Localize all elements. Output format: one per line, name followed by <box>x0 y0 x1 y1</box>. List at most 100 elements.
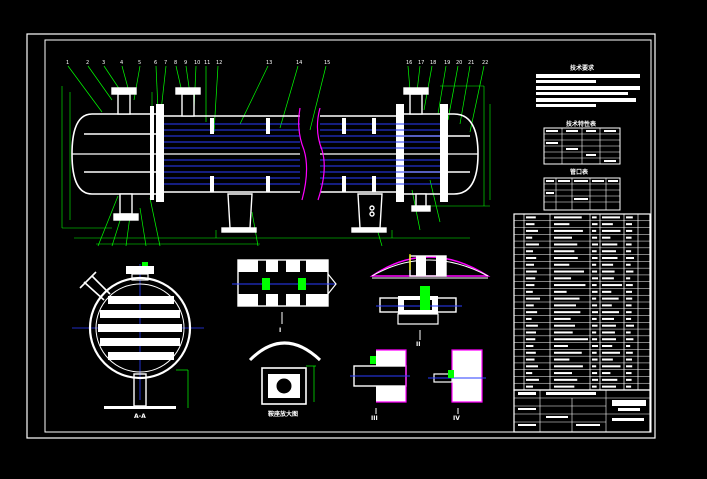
parts-list-cell-text <box>592 311 598 314</box>
svg-text:20: 20 <box>456 60 462 66</box>
parts-list-cell-text <box>602 344 613 348</box>
parts-list-cell-text <box>554 378 578 381</box>
svg-text:13: 13 <box>266 60 272 66</box>
svg-text:3: 3 <box>102 60 105 66</box>
parts-list-cell-text <box>602 263 614 266</box>
svg-text:9: 9 <box>184 60 187 66</box>
svg-text:14: 14 <box>296 60 302 66</box>
parts-list-cell-text <box>526 297 540 300</box>
parts-list-cell-text <box>554 290 567 293</box>
svg-text:15: 15 <box>324 60 330 66</box>
weld-detail-iv-view: IV <box>428 349 486 422</box>
parts-list-cell-text <box>626 365 633 368</box>
parts-list-cell-text <box>602 331 615 334</box>
parts-list-cell-text <box>626 256 634 260</box>
parts-list-cell-text <box>626 236 632 239</box>
parts-list-cell-text <box>602 317 614 320</box>
parts-list-cell-text <box>602 250 616 253</box>
break-lines <box>298 107 325 201</box>
parts-list-cell-text <box>626 223 632 226</box>
parts-list-cell-text <box>554 297 580 300</box>
parts-list-cell-text <box>526 256 537 260</box>
parts-list-cell-text <box>526 372 533 375</box>
parts-list-cell-text <box>526 304 534 307</box>
parts-list-cell-text <box>602 338 616 341</box>
parts-list-cell-text <box>554 311 581 314</box>
parts-list-cell-text <box>602 223 613 226</box>
parts-list-cell-text <box>526 311 538 314</box>
parts-list-cell-text <box>554 358 570 361</box>
tech-requirements-title: 技术要求 <box>570 64 595 72</box>
parts-list-cell-text <box>526 223 535 226</box>
parts-list-cell-text <box>526 317 532 320</box>
parts-list-cell-text <box>592 324 598 327</box>
parts-list-cell-text <box>554 331 573 334</box>
parts-list-cell-text <box>554 263 570 266</box>
parts-list-rows <box>514 220 650 384</box>
parts-list-cell-text <box>602 358 613 361</box>
parts-list-cell-text <box>554 351 582 354</box>
detail-ii-label: II <box>416 341 420 348</box>
parts-list-cell-text <box>602 385 616 388</box>
baffle-plates <box>210 118 376 192</box>
svg-text:10: 10 <box>194 60 200 66</box>
tech-characteristics-table: 技术特性表 <box>543 120 621 165</box>
parts-list-cell-text <box>626 297 633 300</box>
parts-list-cell-text <box>526 216 536 219</box>
parts-list-cell-text <box>554 284 586 287</box>
svg-text:2: 2 <box>86 60 89 66</box>
parts-list-cell-text <box>592 216 597 219</box>
parts-list-cell-text <box>626 338 634 341</box>
parts-list-cell-text <box>592 351 597 354</box>
parts-list-cell-text <box>602 270 615 273</box>
svg-text:16: 16 <box>406 60 412 66</box>
section-aa-view: A-A <box>72 262 204 420</box>
parts-list-cell-text <box>592 344 598 348</box>
parts-list-cell-text <box>602 229 621 232</box>
parts-list-cell-text <box>554 338 588 341</box>
parts-list-cell-text <box>602 216 620 219</box>
svg-text:8: 8 <box>174 60 177 66</box>
svg-text:11: 11 <box>204 60 210 66</box>
parts-list-cell-text <box>602 284 622 287</box>
parts-list-cell-text <box>554 243 578 246</box>
parts-list-cell-text <box>626 331 631 334</box>
weld-detail-view: III <box>350 349 410 422</box>
parts-list-cell-text <box>592 385 597 388</box>
parts-list-cell-text <box>626 229 633 232</box>
parts-list-cell-text <box>592 270 598 273</box>
parts-list-cell-text <box>592 284 597 287</box>
section-aa-label: A-A <box>134 413 146 420</box>
parts-list-cell-text <box>554 223 570 226</box>
parts-list-cell-text <box>554 229 583 232</box>
parts-list-cell-text <box>602 243 618 246</box>
svg-text:6: 6 <box>154 60 157 66</box>
parts-list-cell-text <box>592 365 597 368</box>
parts-list-text <box>526 216 634 388</box>
saddle-supports <box>221 193 387 233</box>
svg-text:1: 1 <box>66 60 69 66</box>
saddle-detail-view: 鞍座放大图 <box>248 341 322 418</box>
parts-list-table <box>513 213 651 391</box>
detail-i-label: I <box>279 327 281 334</box>
inner-border-frame <box>44 39 652 433</box>
parts-list-cell-text <box>626 372 632 375</box>
parts-list-cell-text <box>554 385 575 388</box>
parts-list-cell-text <box>602 378 618 381</box>
parts-list-cell-text <box>554 365 583 368</box>
parts-list-cell-text <box>626 270 634 273</box>
top-nozzles <box>111 87 429 117</box>
parts-list-cell-text <box>526 324 538 327</box>
nozzle-table-title: 管口表 <box>570 168 589 176</box>
svg-text:7: 7 <box>164 60 167 66</box>
parts-list-cell-text <box>626 243 632 246</box>
parts-list-cell-text <box>626 277 631 280</box>
parts-list-cell-text <box>554 216 582 219</box>
parts-list-cell-text <box>592 338 598 341</box>
parts-list-cell-text <box>554 304 576 307</box>
parts-list-cell-text <box>626 344 631 348</box>
parts-list-cell-text <box>526 344 534 348</box>
parts-list-cell-text <box>602 304 612 307</box>
parts-list-cell-text <box>592 317 597 320</box>
parts-list-cell-text <box>526 338 536 341</box>
